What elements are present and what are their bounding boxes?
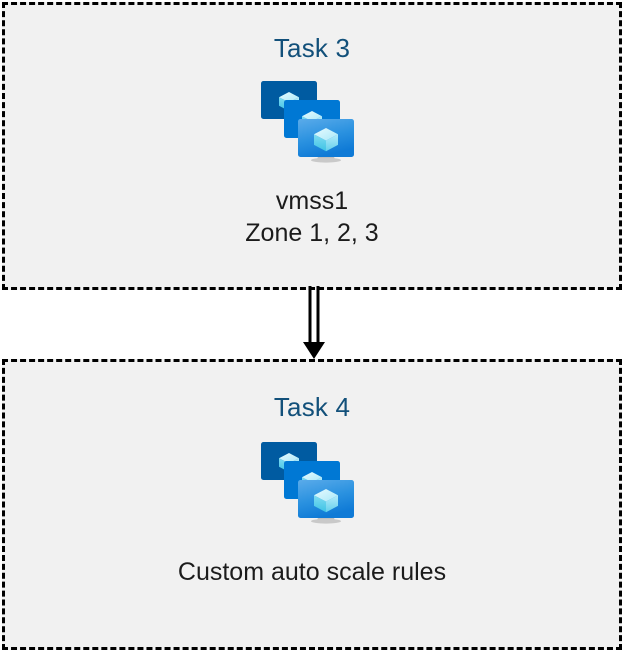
virtual-machine-scale-set-icon — [261, 79, 363, 163]
task-4-title: Task 4 — [273, 392, 351, 422]
task-3-caption-line-1: vmss1 — [275, 187, 349, 215]
task-3-title: Task 3 — [273, 33, 351, 63]
task-3-caption-line-2: Zone 1, 2, 3 — [245, 219, 379, 247]
double-line-arrow-icon — [296, 286, 332, 362]
virtual-machine-scale-set-icon — [261, 440, 363, 524]
task-3-caption: vmss1 Zone 1, 2, 3 — [245, 185, 378, 249]
task-box-task-4[interactable]: Task 4 — [2, 359, 622, 650]
task-4-caption: Custom auto scale rules — [178, 556, 446, 588]
task-box-task-3[interactable]: Task 3 — [2, 2, 622, 290]
task-4-caption-line-1: Custom auto scale rules — [177, 558, 447, 586]
